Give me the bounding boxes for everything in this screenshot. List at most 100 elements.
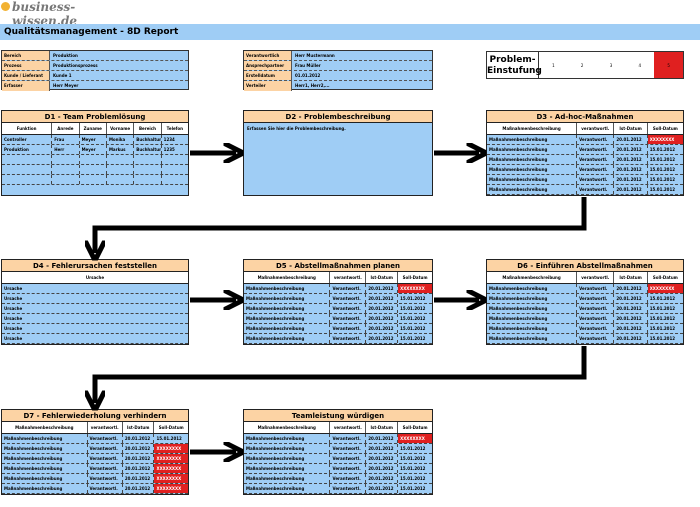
- table-cell[interactable]: 20.01.2012: [614, 334, 648, 343]
- table-cell[interactable]: 20.01.2012: [366, 284, 399, 293]
- table-cell[interactable]: 20.01.2012: [123, 444, 155, 453]
- table-cell[interactable]: 20.01.2012: [614, 324, 648, 333]
- table-cell[interactable]: 20.01.2012: [614, 304, 648, 313]
- table-cell[interactable]: Monika: [107, 135, 135, 144]
- table-cell[interactable]: [80, 175, 107, 184]
- table-cell[interactable]: [80, 155, 107, 164]
- table-cell[interactable]: 20.01.2012: [366, 294, 399, 303]
- table-cell[interactable]: Verantwortl.: [577, 185, 615, 194]
- table-cell[interactable]: 15.01.2012: [400, 446, 426, 451]
- table-cell[interactable]: [107, 165, 135, 174]
- table-cell[interactable]: 15.01.2012: [649, 326, 676, 331]
- table-cell[interactable]: 15.01.2012: [400, 476, 426, 481]
- table-cell[interactable]: Maßnahmenbeschreibung: [244, 444, 331, 453]
- table-cell[interactable]: Frau: [52, 135, 80, 144]
- table-cell[interactable]: 20.01.2012: [366, 314, 399, 323]
- overdue-date-cell[interactable]: XXXXXXXX: [398, 434, 432, 443]
- table-cell[interactable]: 20.01.2012: [123, 464, 155, 473]
- table-cell[interactable]: [52, 155, 80, 164]
- table-cell[interactable]: Maßnahmenbeschreibung: [2, 474, 88, 483]
- table-cell[interactable]: 20.01.2012: [123, 454, 155, 463]
- table-cell[interactable]: Maßnahmenbeschreibung: [487, 135, 578, 144]
- overdue-date-cell[interactable]: XXXXXXXX: [154, 474, 188, 483]
- table-cell[interactable]: Verantwortl.: [577, 314, 615, 323]
- table-cell[interactable]: 15.01.2012: [400, 326, 426, 331]
- table-cell[interactable]: Maßnahmenbeschreibung: [244, 314, 331, 323]
- table-cell[interactable]: Maßnahmenbeschreibung: [487, 304, 578, 313]
- table-cell[interactable]: Verantwortl.: [330, 474, 367, 483]
- table-cell[interactable]: Verantwortl.: [577, 165, 615, 174]
- table-cell[interactable]: [52, 175, 80, 184]
- einstufung-cell[interactable]: 1: [552, 63, 555, 68]
- table-cell[interactable]: 20.01.2012: [614, 185, 648, 194]
- table-cell[interactable]: 20.01.2012: [614, 175, 648, 184]
- table-cell[interactable]: Meyer: [80, 135, 107, 144]
- table-cell[interactable]: Controller: [2, 135, 53, 144]
- table-cell[interactable]: [2, 175, 53, 184]
- table-cell[interactable]: Verantwortl.: [577, 155, 615, 164]
- table-cell[interactable]: Verantwortl.: [577, 175, 615, 184]
- overdue-date-cell[interactable]: XXXXXXXX: [647, 284, 683, 293]
- table-cell[interactable]: Verantwortl.: [330, 444, 367, 453]
- table-cell[interactable]: Verantwortl.: [330, 284, 367, 293]
- table-cell[interactable]: 1234: [163, 137, 175, 142]
- table-cell[interactable]: Verantwortl.: [330, 304, 367, 313]
- header-value[interactable]: Herr Meyer: [53, 83, 79, 88]
- header-value[interactable]: Frau Müller: [295, 63, 321, 68]
- overdue-date-cell[interactable]: XXXXXXXX: [154, 454, 188, 463]
- table-cell[interactable]: 15.01.2012: [400, 486, 426, 491]
- table-cell[interactable]: 20.01.2012: [614, 135, 648, 144]
- table-cell[interactable]: Maßnahmenbeschreibung: [244, 454, 331, 463]
- d2-description[interactable]: Erfassen Sie hier die Problembeschreibun…: [247, 126, 346, 131]
- table-cell[interactable]: Maßnahmenbeschreibung: [244, 434, 331, 443]
- table-cell[interactable]: 1235: [163, 147, 175, 152]
- table-cell[interactable]: Ursache: [4, 296, 23, 301]
- table-cell[interactable]: Maßnahmenbeschreibung: [2, 444, 88, 453]
- table-cell[interactable]: [134, 165, 162, 174]
- einstufung-cell-selected[interactable]: 5: [654, 52, 683, 78]
- table-cell[interactable]: 20.01.2012: [366, 484, 399, 493]
- table-cell[interactable]: 15.01.2012: [649, 336, 676, 341]
- table-cell[interactable]: 15.01.2012: [400, 466, 426, 471]
- table-cell[interactable]: 15.01.2012: [649, 187, 676, 192]
- table-cell[interactable]: Ursache: [4, 306, 23, 311]
- table-cell[interactable]: Verantwortl.: [577, 304, 615, 313]
- table-cell[interactable]: Maßnahmenbeschreibung: [487, 334, 578, 343]
- table-cell[interactable]: Maßnahmenbeschreibung: [2, 464, 88, 473]
- table-cell[interactable]: Verantwortl.: [330, 324, 367, 333]
- table-cell[interactable]: 20.01.2012: [366, 304, 399, 313]
- table-cell[interactable]: Verantwortl.: [88, 474, 123, 483]
- header-value[interactable]: Herr Mustermann: [295, 53, 335, 58]
- table-cell[interactable]: Maßnahmenbeschreibung: [244, 474, 331, 483]
- table-cell[interactable]: Maßnahmenbeschreibung: [487, 294, 578, 303]
- table-cell[interactable]: Buchhaltung: [136, 145, 162, 154]
- table-cell[interactable]: Ursache: [4, 326, 23, 331]
- table-cell[interactable]: Maßnahmenbeschreibung: [244, 464, 331, 473]
- header-value[interactable]: Herr1, Herr2,...: [295, 83, 330, 88]
- table-cell[interactable]: [107, 175, 135, 184]
- einstufung-cell[interactable]: 2: [580, 63, 584, 68]
- table-cell[interactable]: 20.01.2012: [123, 474, 155, 483]
- table-cell[interactable]: Maßnahmenbeschreibung: [487, 165, 578, 174]
- einstufung-cell[interactable]: 4: [638, 63, 642, 68]
- table-cell[interactable]: Verantwortl.: [330, 464, 367, 473]
- table-cell[interactable]: [134, 155, 162, 164]
- table-cell[interactable]: 20.01.2012: [366, 444, 399, 453]
- table-cell[interactable]: [134, 175, 162, 184]
- table-cell[interactable]: Verantwortl.: [88, 464, 123, 473]
- table-cell[interactable]: 15.01.2012: [156, 436, 182, 441]
- table-cell[interactable]: Maßnahmenbeschreibung: [487, 314, 578, 323]
- table-cell[interactable]: Maßnahmenbeschreibung: [244, 294, 331, 303]
- table-cell[interactable]: 20.01.2012: [366, 434, 399, 443]
- header-value[interactable]: 01.01.2012: [295, 73, 321, 78]
- header-value[interactable]: Produktion: [53, 53, 78, 58]
- table-cell[interactable]: Verantwortl.: [330, 484, 367, 493]
- table-cell[interactable]: Maßnahmenbeschreibung: [487, 284, 578, 293]
- table-cell[interactable]: Maßnahmenbeschreibung: [2, 434, 88, 443]
- table-cell[interactable]: Maßnahmenbeschreibung: [244, 304, 331, 313]
- table-cell[interactable]: Markus: [107, 145, 135, 154]
- table-cell[interactable]: [80, 165, 107, 174]
- table-cell[interactable]: Verantwortl.: [330, 454, 367, 463]
- overdue-date-cell[interactable]: XXXXXXXX: [154, 484, 188, 493]
- table-cell[interactable]: 20.01.2012: [614, 145, 648, 154]
